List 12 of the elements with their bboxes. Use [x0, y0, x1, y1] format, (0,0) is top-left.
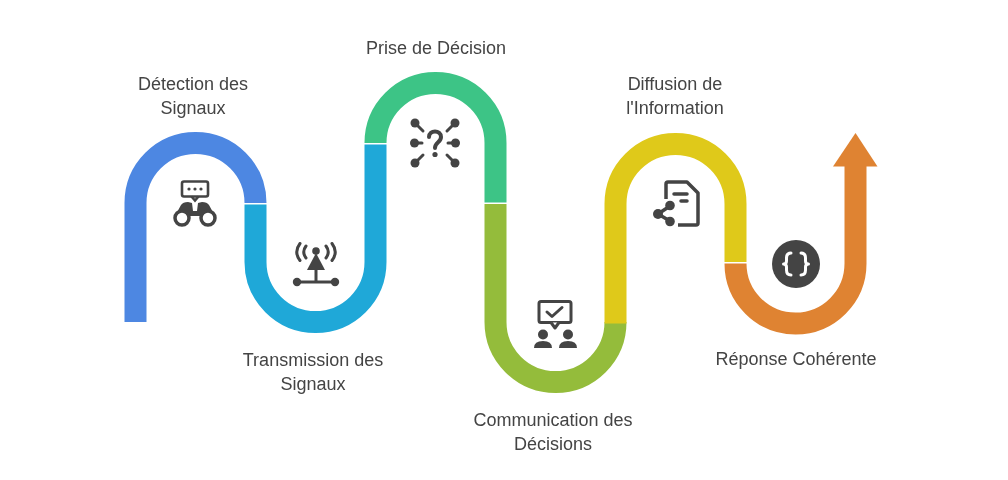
- path-segment: [364, 72, 507, 203]
- step-label: Communication des Décisions: [472, 409, 634, 456]
- step-label: Réponse Cohérente: [714, 348, 878, 371]
- path-segment: [244, 144, 387, 333]
- step-label: Diffusion de l'Information: [625, 73, 725, 120]
- arrow-path-segment: [724, 133, 878, 335]
- step-label: Détection des Signaux: [136, 73, 250, 120]
- path-segment: [604, 133, 747, 324]
- path-segment: [124, 132, 267, 322]
- path-segment: [484, 204, 627, 393]
- step-label: Prise de Décision: [364, 37, 508, 60]
- step-label: Transmission des Signaux: [241, 349, 385, 396]
